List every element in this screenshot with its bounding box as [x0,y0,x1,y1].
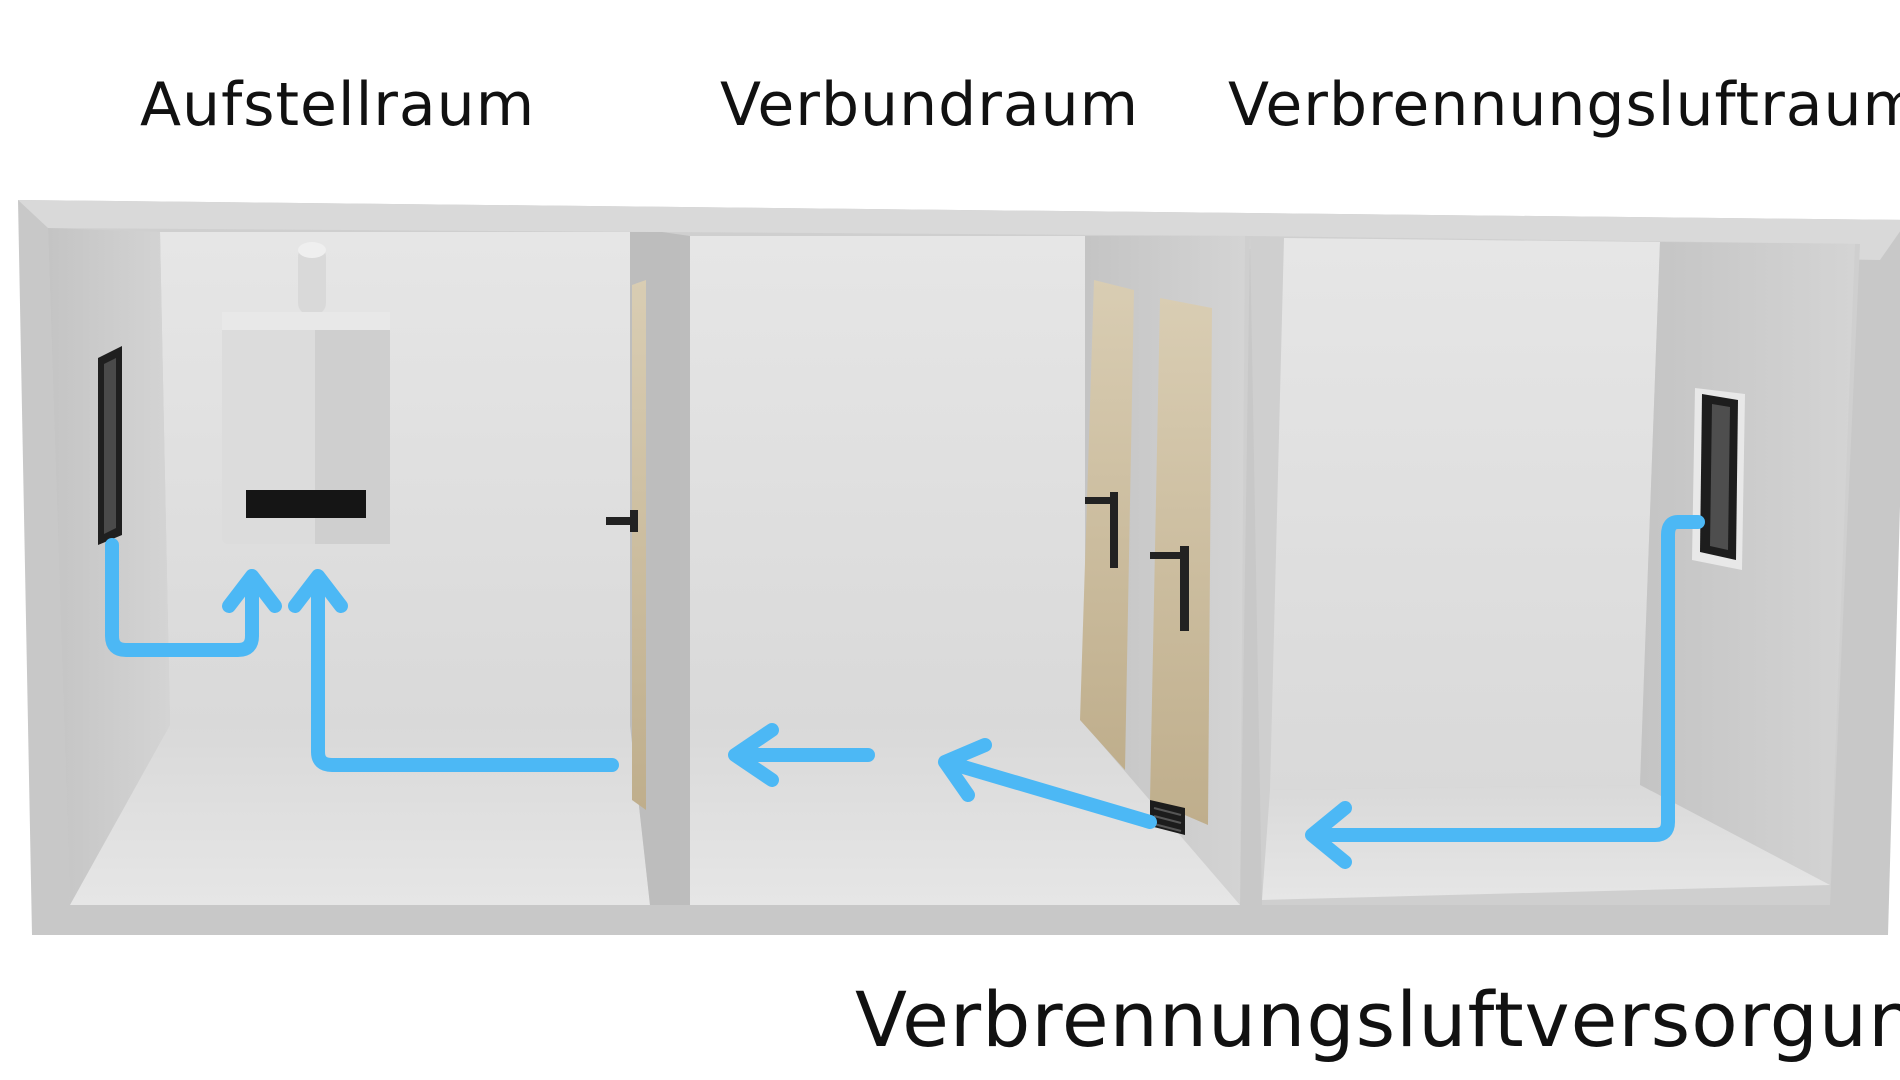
diagram-caption: Verbrennungsluftversorgung [855,975,1900,1064]
airflow-arrow-room3 [1311,515,1705,842]
room-label-verbrennungsluftraum: Verbrennungsluftraum [1228,70,1900,140]
airflow-arrow-room2-diagonal [943,756,1157,829]
airflow-arrowhead [728,723,779,787]
room-label-verbundraum: Verbundraum [720,70,1140,140]
airflow-arrowhead [1305,801,1352,869]
door-icon [606,280,646,810]
airflow-arrow-room1-door [311,585,619,772]
double-door-icon [1080,280,1212,825]
wall-boiler-icon [222,242,390,544]
room-label-aufstellraum: Aufstellraum [140,70,536,140]
airflow-arrows [105,515,1705,869]
vent-grille-icon [1150,800,1185,835]
airflow-arrowhead [288,569,348,613]
airflow-arrowhead [938,738,992,802]
airflow-arrowhead [222,569,282,613]
airflow-arrow-room1-window [105,538,259,657]
window-icon [98,346,122,545]
window-icon [1692,388,1745,570]
